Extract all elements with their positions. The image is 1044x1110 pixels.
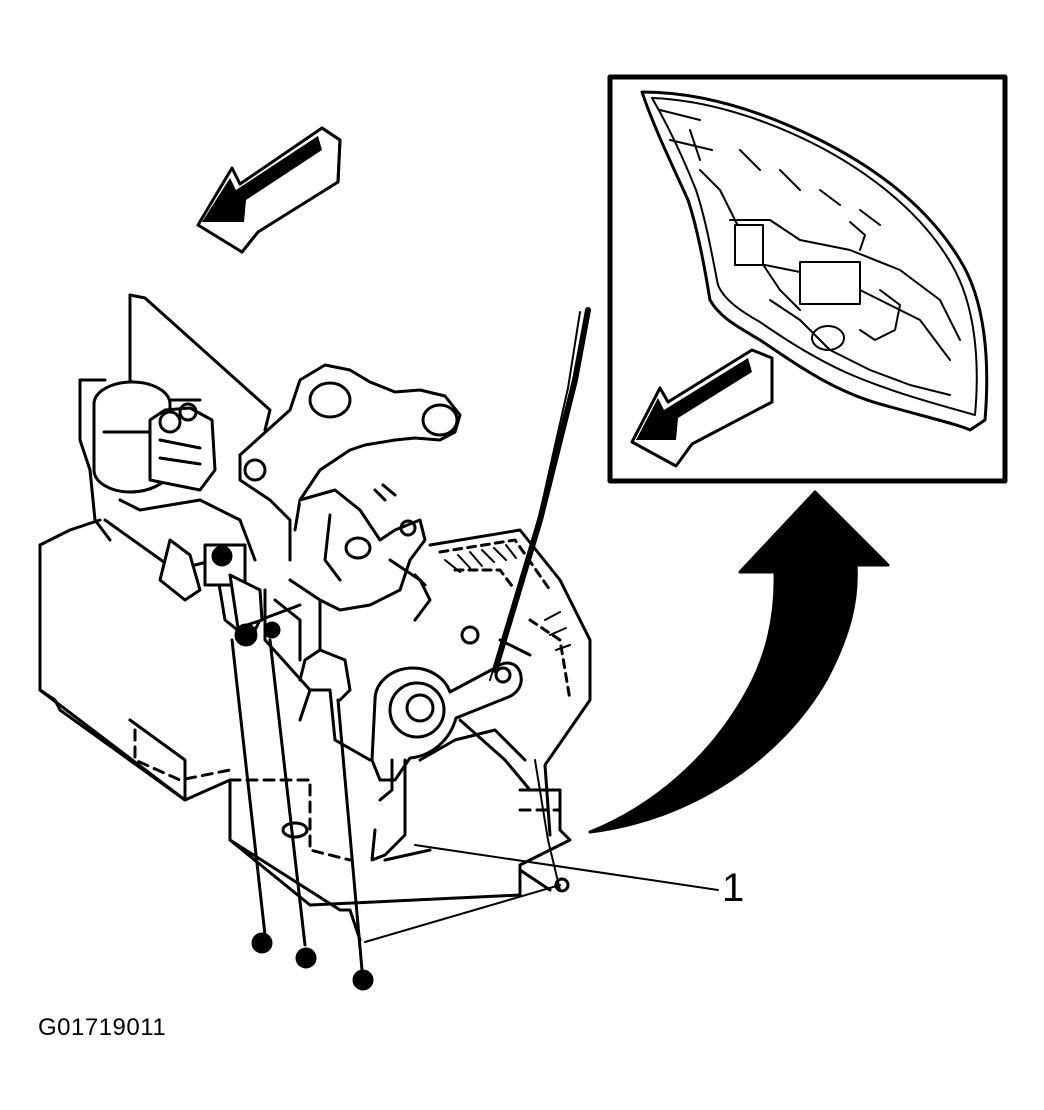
figure-id: G01719011 [38,1014,167,1041]
inset-direction-arrow-icon [630,348,774,468]
mounting-bolts [230,621,374,991]
lock-assembly [38,293,719,991]
curved-reference-arrow-icon [588,490,890,834]
inset-trunk-view [607,74,1008,484]
callout-1: 1 [722,866,745,910]
direction-arrow-icon [196,126,342,254]
